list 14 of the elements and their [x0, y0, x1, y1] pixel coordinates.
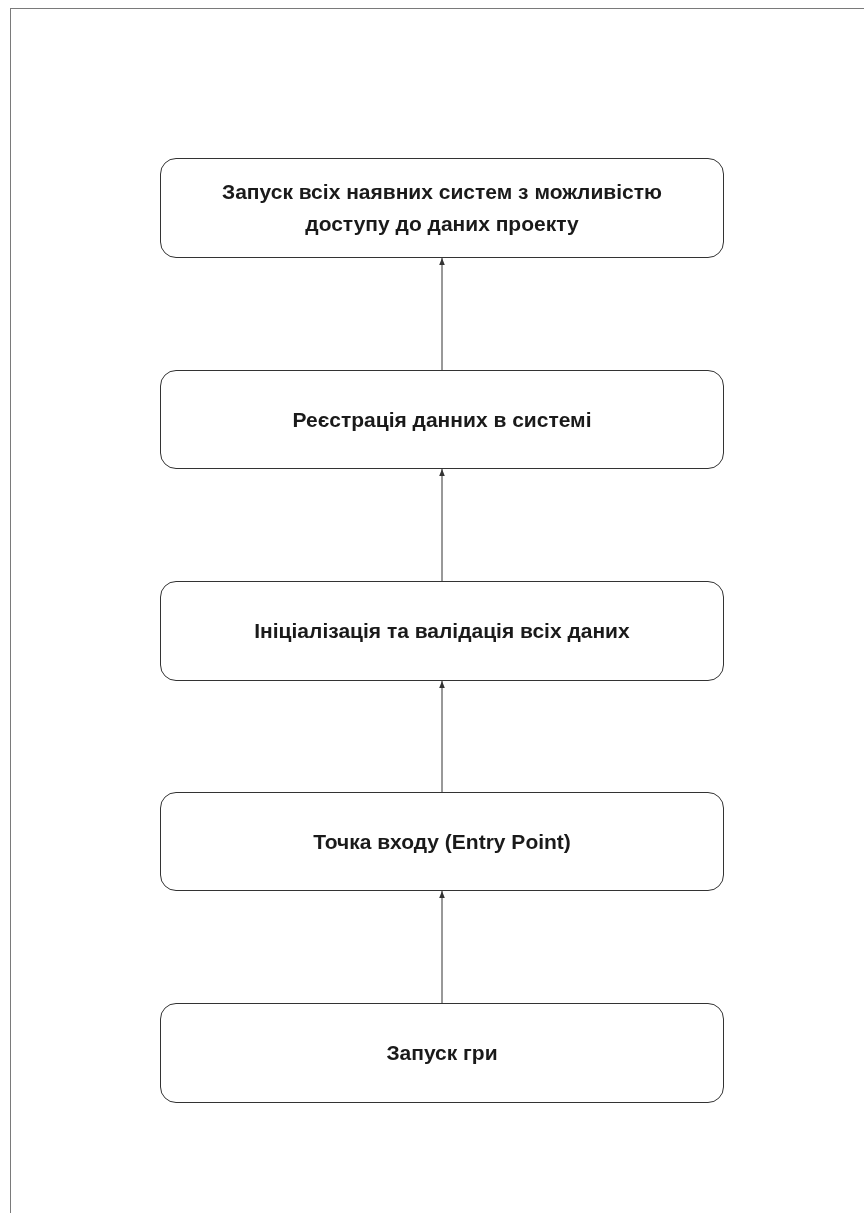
- process-box: [160, 1003, 724, 1103]
- process-box: [160, 158, 724, 258]
- box-label: Запуск гри: [386, 1040, 498, 1066]
- box-label: Запуск всіх наявних систем з можливістю доступу до даних проекту: [221, 179, 663, 237]
- arrow: [439, 257, 445, 371]
- process-box: [160, 370, 724, 469]
- box-label: Точка входу (Entry Point): [313, 828, 571, 855]
- process-box: [160, 581, 724, 681]
- box-label: Реєстрація данних в системі: [292, 406, 592, 433]
- arrow: [439, 890, 445, 1004]
- process-box: [160, 792, 724, 891]
- arrow: [439, 468, 445, 582]
- box-label: Ініціалізація та валідація всіх даних: [254, 618, 630, 644]
- arrow: [439, 680, 445, 793]
